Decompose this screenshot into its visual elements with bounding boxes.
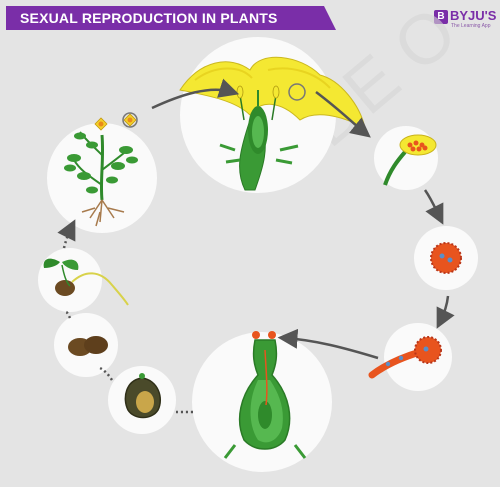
pollen-grain-icon [431,243,461,273]
arrow-pollen-to-tube [440,296,448,322]
stage-circle-anther [374,126,438,190]
arrow-seeds-to-seedling [66,312,70,318]
arrow-seedling-to-plant [64,226,72,248]
arrow-anther-to-pollen [425,190,440,218]
stage-circle-seedling [38,248,102,312]
